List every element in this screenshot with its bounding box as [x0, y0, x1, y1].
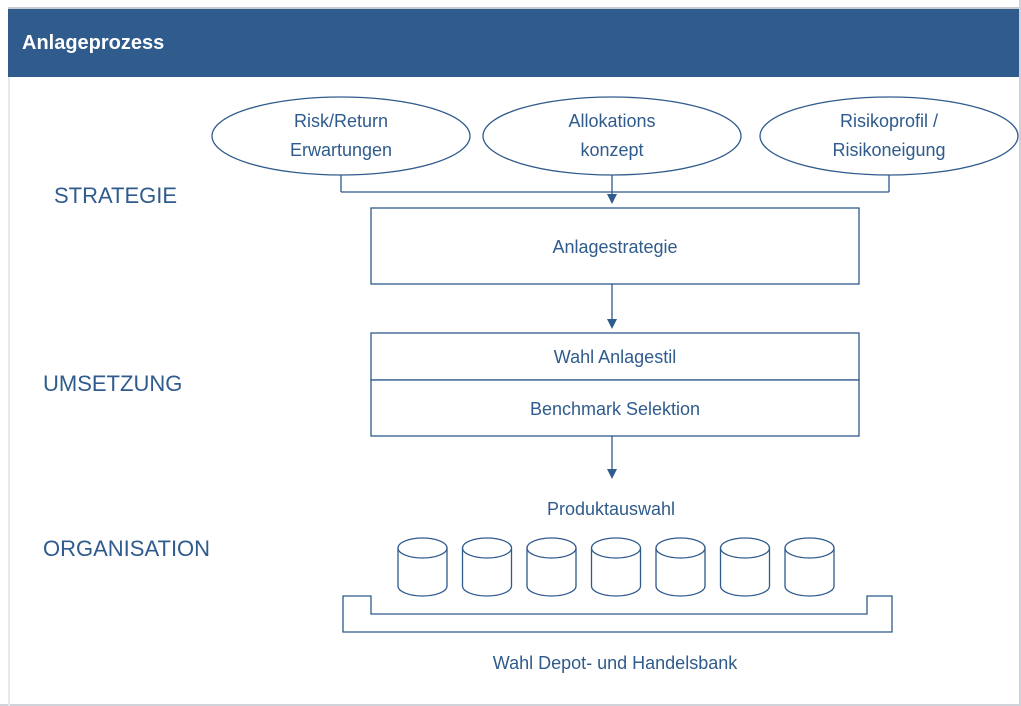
product-cylinder	[526, 537, 577, 597]
product-cylinder	[461, 537, 513, 597]
box-label-anlagestrategie: Anlagestrategie	[552, 237, 677, 257]
products-label: Produktauswahl	[547, 499, 675, 519]
left-divider	[8, 77, 10, 706]
input-label-line1: Allokations	[568, 111, 655, 131]
input-connector	[340, 175, 890, 204]
box-benchmark-selektion: Benchmark Selektion	[370, 379, 860, 437]
input-label-line2: Erwartungen	[290, 140, 392, 160]
bank-label: Wahl Depot- und Handelsbank	[493, 653, 738, 673]
input-ellipse-allokationskonzept: Allokations konzept	[482, 96, 742, 176]
page-title: Anlageprozess	[22, 32, 165, 54]
product-cylinder	[590, 537, 642, 597]
section-label-strategie: STRATEGIE	[54, 183, 177, 208]
section-label-organisation: ORGANISATION	[43, 536, 210, 561]
product-cylinder	[655, 537, 706, 597]
input-label-line2: Risikoneigung	[832, 140, 945, 160]
input-label-line1: Risk/Return	[294, 111, 388, 131]
box-label-benchmark-selektion: Benchmark Selektion	[530, 399, 700, 419]
product-cylinder	[784, 537, 835, 597]
input-ellipse-risk-return: Risk/Return Erwartungen	[211, 96, 471, 176]
bank-bracket	[342, 595, 893, 633]
product-cylinder	[719, 537, 771, 597]
input-label-line1: Risikoprofil /	[840, 111, 938, 131]
product-cylinder	[397, 537, 448, 597]
input-label-line2: konzept	[580, 140, 643, 160]
box-label-wahl-anlagestil: Wahl Anlagestil	[554, 347, 676, 367]
box-wahl-anlagestil: Wahl Anlagestil	[370, 332, 860, 381]
section-label-umsetzung: UMSETZUNG	[43, 371, 182, 396]
product-cylinders	[397, 537, 835, 597]
input-ellipse-risikoprofil: Risikoprofil / Risikoneigung	[759, 96, 1019, 176]
box-anlagestrategie: Anlagestrategie	[370, 207, 860, 285]
header-bar: Anlageprozess	[8, 7, 1019, 77]
